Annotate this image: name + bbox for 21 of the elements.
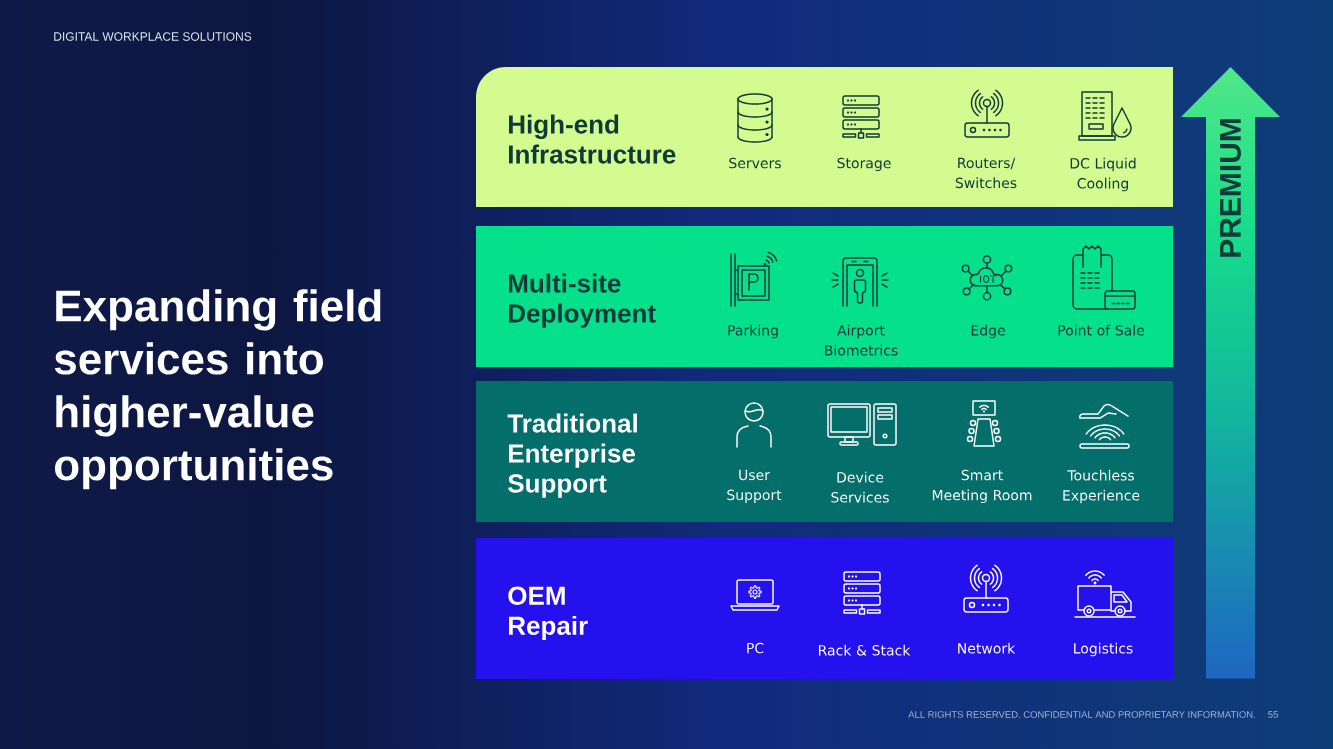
up-arrow: PREMIUM <box>1220 119 1241 257</box>
section-label: DIGITAL WORKPLACE SOLUTIONS <box>54 32 252 41</box>
icon-label: Routers/ Switches <box>955 157 1017 189</box>
icon-label: Smart Meeting Room <box>932 469 1032 504</box>
icon-label: Edge <box>971 324 1005 339</box>
icon-label: Logistics <box>1074 642 1133 657</box>
icon-label: Servers <box>729 157 781 169</box>
icon-label: Touchless Experience <box>1063 469 1140 504</box>
slide-title: Expanding field services into higher-value opportunities <box>54 289 381 490</box>
icon-label: Device Services <box>831 471 889 503</box>
icon-label: Point of Sale <box>1058 324 1145 336</box>
page-number: 55 <box>1268 711 1278 718</box>
icon-label: Storage <box>837 157 891 172</box>
footer-note: ALL RIGHTS RESERVED. CONFIDENTIAL AND PROPRIETARY INFORMATION. <box>908 711 1255 718</box>
icon-label: DC Liquid Cooling <box>1070 157 1136 192</box>
icon-label: Network <box>958 642 1016 654</box>
icon-label: Parking <box>728 324 778 339</box>
icon-label: Airport Biometrics <box>825 324 898 356</box>
icon-label: User Support <box>727 469 782 503</box>
icon-label: PC <box>747 642 764 654</box>
icon-label: Rack & Stack <box>819 644 911 656</box>
